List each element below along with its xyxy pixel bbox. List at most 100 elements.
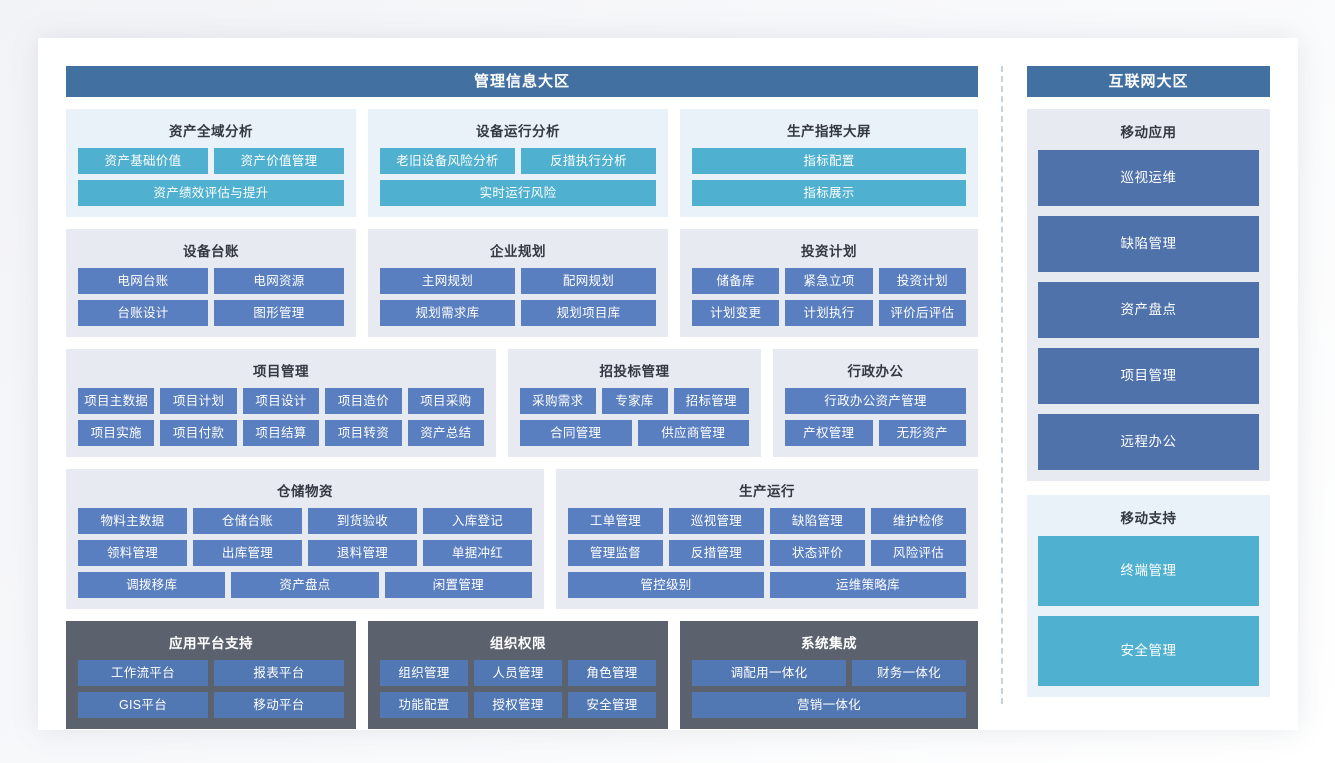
tile-project-settlement[interactable]: 项目结算 [242,420,320,446]
tile-dispatch-integration[interactable]: 调配用一体化 [692,660,846,686]
tile-asset-inventory[interactable]: 资产盘点 [231,572,379,598]
tile-authorization-mgmt[interactable]: 授权管理 [474,692,562,718]
tile-project-payment[interactable]: 项目付款 [160,420,237,446]
rtile-inspection-om[interactable]: 巡视运维 [1038,150,1259,206]
tile-grid-ledger[interactable]: 电网台账 [78,268,208,294]
tile-control-level[interactable]: 管控级别 [568,572,764,598]
tile-project-design[interactable]: 项目设计 [242,388,320,414]
rtile-terminal-mgmt[interactable]: 终端管理 [1038,536,1259,606]
tile-inbound-register[interactable]: 入库登记 [423,508,532,534]
internet-region-column: 互联网大区 移动应用 巡视运维 缺陷管理 资产盘点 项目管理 远程办公 移动支持… [1027,66,1270,704]
tile-om-strategy-lib[interactable]: 运维策略库 [770,572,966,598]
tile-project-master-data[interactable]: 项目主数据 [78,388,155,414]
tile-transfer-relocation[interactable]: 调拨移库 [78,572,226,598]
tile-row: 计划变更 计划执行 评价后评估 [692,300,966,326]
tile-indicator-config[interactable]: 指标配置 [692,148,966,174]
tile-project-procurement[interactable]: 项目采购 [407,388,485,414]
tile-row: 规划需求库 规划项目库 [380,300,656,326]
tile-contract-mgmt[interactable]: 合同管理 [520,420,632,446]
tile-ledger-design[interactable]: 台账设计 [78,300,208,326]
tile-status-evaluation[interactable]: 状态评价 [770,540,865,566]
tile-indicator-display[interactable]: 指标展示 [692,180,966,206]
tile-countermeasure-exec[interactable]: 反措执行分析 [521,148,656,174]
tile-supplier-mgmt[interactable]: 供应商管理 [637,420,749,446]
tile-inspection-mgmt[interactable]: 巡视管理 [669,508,764,534]
tile-row: 工作流平台 报表平台 [78,660,344,686]
tile-gis-platform[interactable]: GIS平台 [78,692,208,718]
panel-title: 设备运行分析 [476,124,560,139]
tile-admin-asset-mgmt[interactable]: 行政办公资产管理 [785,388,966,414]
tile-marketing-integration[interactable]: 营销一体化 [692,692,966,718]
rtile-remote-office[interactable]: 远程办公 [1038,414,1259,470]
tile-urgent-project[interactable]: 紧急立项 [785,268,873,294]
tile-document-reversal[interactable]: 单据冲红 [423,540,532,566]
tile-org-mgmt[interactable]: 组织管理 [380,660,468,686]
row-platform-org-integration: 应用平台支持 工作流平台 报表平台 GIS平台 移动平台 组织权限 [66,621,978,729]
tile-warehouse-ledger[interactable]: 仓储台账 [193,508,302,534]
tile-security-mgmt[interactable]: 安全管理 [568,692,656,718]
tile-asset-performance[interactable]: 资产绩效评估与提升 [78,180,344,206]
tile-plan-project-lib[interactable]: 规划项目库 [521,300,656,326]
tile-project-transfer[interactable]: 项目转资 [325,420,402,446]
tile-investment-plan[interactable]: 投资计划 [878,268,966,294]
tile-reserve-lib[interactable]: 储备库 [692,268,780,294]
tile-graphic-mgmt[interactable]: 图形管理 [214,300,344,326]
tile-idle-mgmt[interactable]: 闲置管理 [384,572,532,598]
tile-project-cost[interactable]: 项目造价 [325,388,402,414]
tile-asset-value-mgmt[interactable]: 资产价值管理 [214,148,344,174]
tile-project-implementation[interactable]: 项目实施 [78,420,155,446]
tile-bidding-mgmt[interactable]: 招标管理 [673,388,749,414]
rtile-asset-inventory[interactable]: 资产盘点 [1038,282,1259,338]
panel-title: 投资计划 [801,244,857,259]
rtile-security-mgmt[interactable]: 安全管理 [1038,616,1259,686]
tile-plan-change[interactable]: 计划变更 [692,300,780,326]
tile-management-supervision[interactable]: 管理监督 [568,540,663,566]
rtile-defect-mgmt[interactable]: 缺陷管理 [1038,216,1259,272]
tile-realtime-risk[interactable]: 实时运行风险 [380,180,656,206]
tile-asset-base-value[interactable]: 资产基础价值 [78,148,208,174]
tile-intangible-assets[interactable]: 无形资产 [878,420,966,446]
tile-row: 储备库 紧急立项 投资计划 [692,268,966,294]
tile-defect-mgmt[interactable]: 缺陷管理 [770,508,865,534]
tile-role-mgmt[interactable]: 角色管理 [568,660,656,686]
tile-material-return[interactable]: 退料管理 [308,540,417,566]
tile-project-plan[interactable]: 项目计划 [160,388,237,414]
tile-property-rights[interactable]: 产权管理 [785,420,873,446]
tile-outbound-mgmt[interactable]: 出库管理 [193,540,302,566]
tile-procurement-demand[interactable]: 采购需求 [520,388,596,414]
tile-row: 实时运行风险 [380,180,656,206]
tile-goods-acceptance[interactable]: 到货验收 [308,508,417,534]
tile-mobile-platform[interactable]: 移动平台 [214,692,344,718]
tile-work-order-mgmt[interactable]: 工单管理 [568,508,663,534]
tile-plan-execution[interactable]: 计划执行 [785,300,873,326]
tile-material-requisition[interactable]: 领料管理 [78,540,187,566]
tile-function-config[interactable]: 功能配置 [380,692,468,718]
tile-report-platform[interactable]: 报表平台 [214,660,344,686]
tile-row: 采购需求 专家库 招标管理 [520,388,749,414]
tile-personnel-mgmt[interactable]: 人员管理 [474,660,562,686]
panel-title: 移动支持 [1120,511,1177,526]
tile-countermeasure-mgmt[interactable]: 反措管理 [669,540,764,566]
tile-plan-demand-lib[interactable]: 规划需求库 [380,300,515,326]
tile-main-grid-plan[interactable]: 主网规划 [380,268,515,294]
management-region-column: 管理信息大区 资产全域分析 资产基础价值 资产价值管理 资产绩效评估与提升 [66,66,978,729]
tile-row: 老旧设备风险分析 反措执行分析 [380,148,656,174]
tile-grid-resource[interactable]: 电网资源 [214,268,344,294]
rtile-project-mgmt[interactable]: 项目管理 [1038,348,1259,404]
row-analysis: 资产全域分析 资产基础价值 资产价值管理 资产绩效评估与提升 设备运行分析 [66,109,978,217]
tile-asset-summary[interactable]: 资产总结 [407,420,485,446]
tile-finance-integration[interactable]: 财务一体化 [851,660,966,686]
tile-risk-assessment[interactable]: 风险评估 [871,540,966,566]
tile-row: 调配用一体化 财务一体化 [692,660,966,686]
tile-expert-lib[interactable]: 专家库 [601,388,668,414]
tile-post-evaluation[interactable]: 评价后评估 [878,300,966,326]
tile-maintenance-repair[interactable]: 维护检修 [871,508,966,534]
panel-mobile-support: 移动支持 终端管理 安全管理 [1027,495,1270,697]
tile-row: 调拨移库 资产盘点 闲置管理 [78,572,532,598]
tile-workflow-platform[interactable]: 工作流平台 [78,660,208,686]
panel-title: 设备台账 [183,244,239,259]
tile-distribution-plan[interactable]: 配网规划 [521,268,656,294]
tile-material-master-data[interactable]: 物料主数据 [78,508,187,534]
tile-old-equipment-risk[interactable]: 老旧设备风险分析 [380,148,515,174]
panel-title: 仓储物资 [277,484,333,499]
